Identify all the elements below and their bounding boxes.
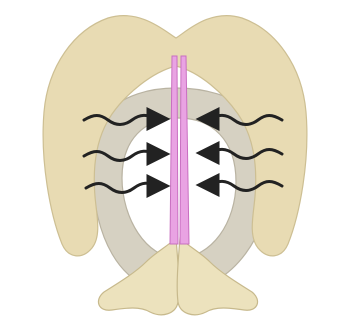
right-vocal-fold: [180, 56, 189, 244]
vocal-folds: [170, 56, 189, 244]
left-vocal-fold: [170, 56, 178, 244]
